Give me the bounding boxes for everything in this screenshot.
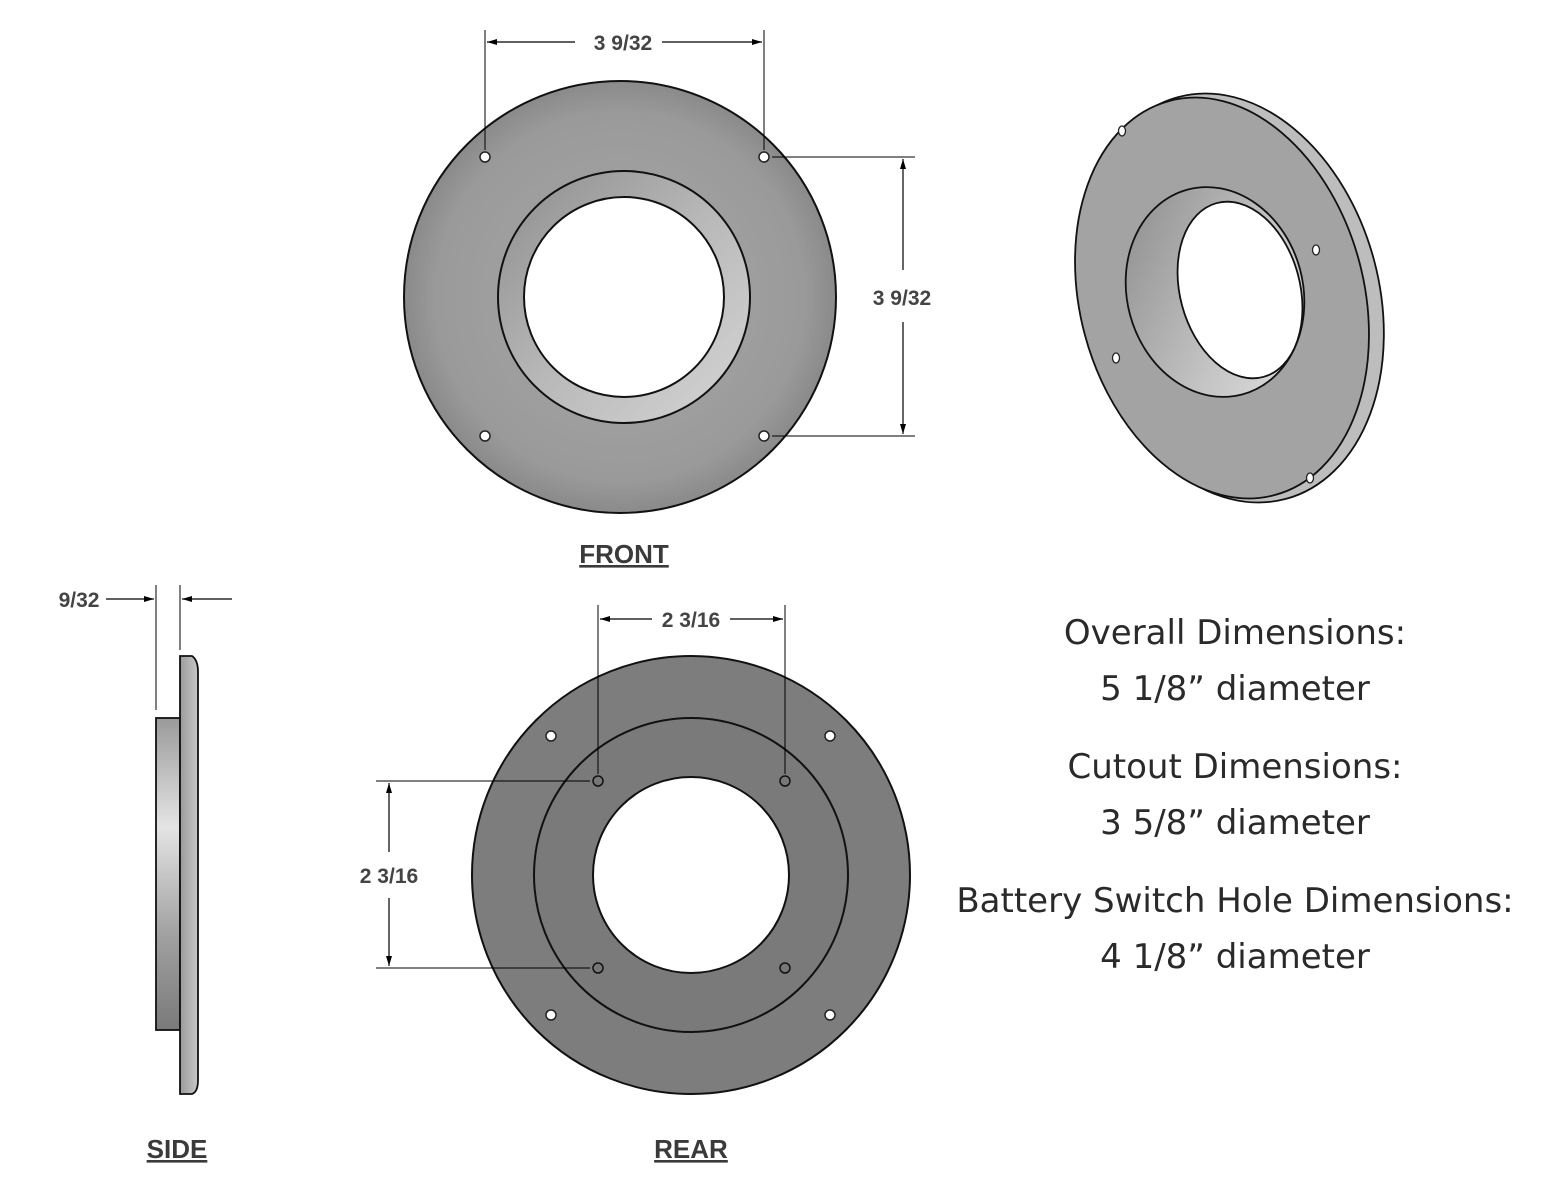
rear-outer-hole bbox=[824, 730, 836, 742]
rear-horizontal-dimension: 2 3/16 bbox=[597, 605, 786, 774]
cutout-dimensions: Cutout Dimensions: 3 5/8” diameter bbox=[930, 739, 1540, 851]
rear-inner-hole bbox=[592, 775, 604, 787]
front-mounting-hole bbox=[479, 430, 491, 442]
rear-opening bbox=[592, 776, 790, 974]
overall-dimensions: Overall Dimensions: 5 1/8” diameter bbox=[930, 605, 1540, 717]
rear-inner-hole bbox=[779, 775, 791, 787]
isometric-view bbox=[1074, 92, 1385, 504]
rear-outer-hole bbox=[545, 730, 557, 742]
rear-vertical-dimension-label: 2 3/16 bbox=[360, 865, 418, 888]
cutout-dimensions-heading: Cutout Dimensions: bbox=[1067, 747, 1403, 787]
side-thickness-dimension: 9/32 bbox=[59, 585, 232, 710]
front-view: 3 9/32 3 9/32 FRONT bbox=[403, 30, 931, 569]
cutout-dimensions-value: 3 5/8” diameter bbox=[1100, 803, 1370, 843]
battery-switch-hole-value: 4 1/8” diameter bbox=[1100, 937, 1370, 977]
front-vertical-dimension-label: 3 9/32 bbox=[873, 287, 931, 310]
front-opening bbox=[523, 196, 725, 398]
overall-dimensions-value: 5 1/8” diameter bbox=[1100, 669, 1370, 709]
iso-mounting-hole bbox=[1311, 244, 1321, 256]
battery-switch-hole-dimensions: Battery Switch Hole Dimensions: 4 1/8” d… bbox=[930, 873, 1540, 985]
overall-dimensions-heading: Overall Dimensions: bbox=[1063, 613, 1407, 653]
side-view: 9/32 SIDE bbox=[59, 585, 232, 1164]
rear-vertical-dimension: 2 3/16 bbox=[360, 780, 590, 969]
battery-switch-hole-heading: Battery Switch Hole Dimensions: bbox=[956, 881, 1514, 921]
rear-outer-hole bbox=[824, 1009, 836, 1021]
dimension-specs-panel: Overall Dimensions: 5 1/8” diameter Cuto… bbox=[930, 605, 1540, 1007]
iso-mounting-hole bbox=[1305, 472, 1315, 484]
front-vertical-dimension: 3 9/32 bbox=[772, 156, 931, 437]
iso-opening bbox=[1176, 200, 1304, 380]
rear-outer-hole bbox=[545, 1009, 557, 1021]
rear-view: 2 3/16 2 3/16 REAR bbox=[360, 605, 911, 1164]
front-mounting-hole bbox=[479, 151, 491, 163]
iso-mounting-hole bbox=[1117, 125, 1127, 137]
rear-horizontal-dimension-label: 2 3/16 bbox=[662, 609, 720, 632]
rear-inner-hole bbox=[592, 962, 604, 974]
front-mounting-hole bbox=[758, 430, 770, 442]
front-horizontal-dimension: 3 9/32 bbox=[484, 30, 765, 150]
rear-view-label: REAR bbox=[654, 1134, 728, 1164]
side-view-label: SIDE bbox=[147, 1134, 208, 1164]
rear-inner-hole bbox=[779, 962, 791, 974]
iso-mounting-hole bbox=[1111, 352, 1121, 364]
front-horizontal-dimension-label: 3 9/32 bbox=[594, 32, 652, 55]
front-mounting-hole bbox=[758, 151, 770, 163]
side-flange bbox=[179, 655, 199, 1095]
side-thickness-label: 9/32 bbox=[59, 589, 100, 612]
side-boss bbox=[155, 717, 181, 1031]
front-view-label: FRONT bbox=[579, 539, 669, 569]
